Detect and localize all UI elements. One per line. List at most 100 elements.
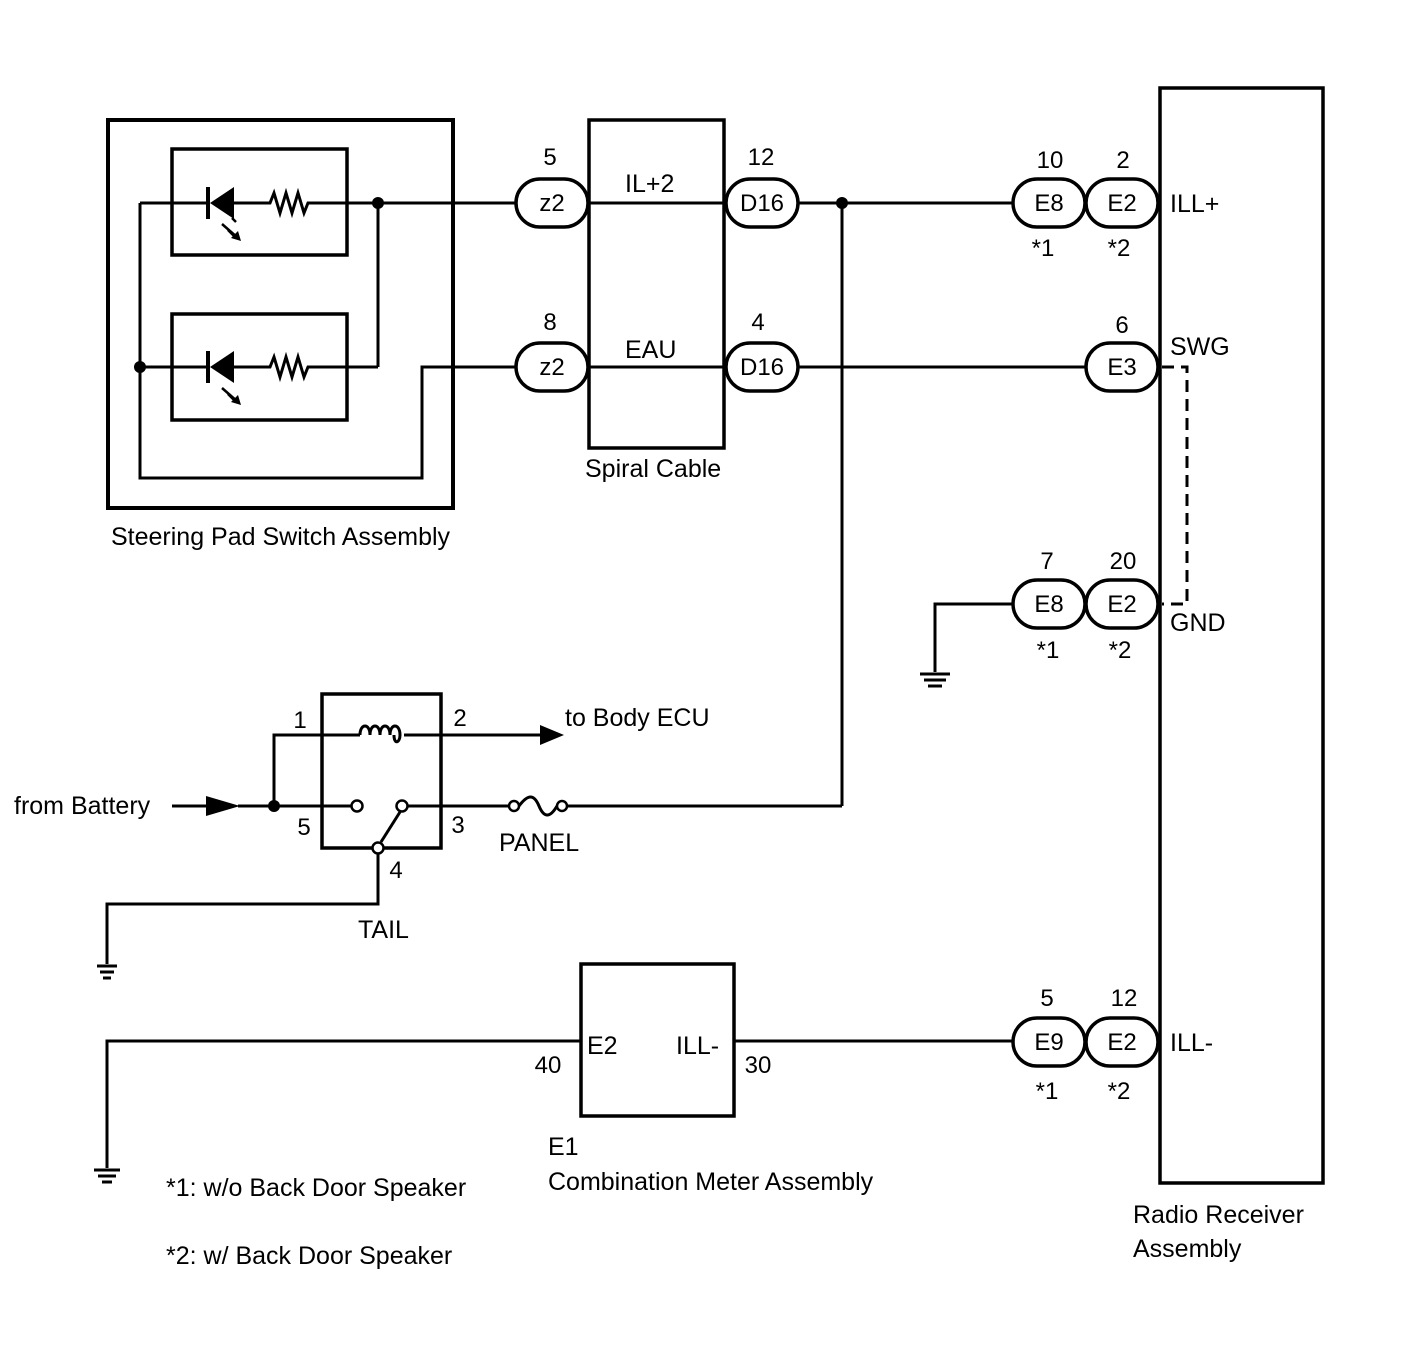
arrow-right-icon — [540, 725, 564, 745]
svg-text:*1: *1 — [1032, 235, 1055, 262]
relay-tail-label: TAIL — [358, 916, 409, 944]
radio-receiver-box — [1158, 86, 1325, 1185]
meter-terminal-e2: E2 — [587, 1032, 618, 1060]
svg-text:8: 8 — [543, 309, 556, 336]
spiral-cable-box — [587, 118, 726, 450]
to-body-ecu-label: to Body ECU — [565, 704, 710, 732]
svg-text:*1: *1 — [1036, 1078, 1059, 1105]
connector-z2-top: z2 5 — [514, 144, 590, 229]
arrow-right-icon — [206, 796, 240, 816]
junction-dot — [372, 197, 384, 209]
ground-icon — [97, 964, 117, 980]
relay-contact — [371, 841, 385, 855]
steering-pad-outer-box — [106, 118, 455, 510]
connector-e3-swg: E3 6 — [1084, 312, 1160, 393]
svg-text:3: 3 — [451, 812, 464, 839]
from-battery-label: from Battery — [14, 792, 151, 820]
tail-ground-wire — [105, 854, 380, 964]
connector-e8-ill-plus: E8 10 *1 — [1011, 147, 1087, 262]
ground-icon — [920, 672, 950, 688]
svg-text:2: 2 — [1116, 147, 1129, 174]
spiral-signal-bottom: EAU — [625, 336, 676, 364]
connector-e9-ill-minus: E9 5 *1 — [1011, 985, 1087, 1105]
svg-text:5: 5 — [297, 814, 310, 841]
svg-text:z2: z2 — [539, 354, 564, 381]
svg-text:4: 4 — [389, 857, 402, 884]
steering-pad-switch-assembly: Steering Pad Switch Assembly — [106, 118, 518, 551]
terminal-gnd: GND — [1170, 609, 1226, 637]
radio-gnd-wire — [933, 602, 1014, 672]
svg-text:E8: E8 — [1034, 190, 1063, 217]
relay-coil-feed — [272, 733, 360, 806]
svg-text:*2: *2 — [1108, 235, 1131, 262]
lower-led-icon — [140, 351, 264, 405]
svg-text:10: 10 — [1037, 147, 1064, 174]
radio-receiver-label: Radio Receiver — [1133, 1201, 1304, 1229]
svg-text:7: 7 — [1040, 548, 1053, 575]
svg-text:E2: E2 — [1107, 591, 1136, 618]
radio-receiver-assembly: ILL+ SWG GND ILL- Radio Receiver Assembl… — [1133, 86, 1325, 1263]
svg-text:D16: D16 — [740, 190, 784, 217]
svg-text:40: 40 — [535, 1052, 562, 1079]
relay-coil-icon — [358, 724, 402, 744]
relay-contact — [350, 799, 364, 813]
connector-e2-gnd: E2 20 *2 — [1084, 548, 1160, 664]
svg-text:1: 1 — [293, 707, 306, 734]
svg-text:E8: E8 — [1034, 591, 1063, 618]
connector-d16-bottom: D16 4 — [724, 309, 800, 393]
svg-text:5: 5 — [1040, 985, 1053, 1012]
meter-label: Combination Meter Assembly — [548, 1168, 874, 1196]
relay-box — [320, 692, 443, 850]
svg-text:5: 5 — [543, 144, 556, 171]
connector-d16-top: D16 12 — [724, 144, 800, 229]
relay-switch-arm — [379, 811, 402, 843]
connector-z2-bottom: z2 8 — [514, 309, 590, 393]
terminal-swg: SWG — [1170, 333, 1230, 361]
upper-resistor-icon — [264, 187, 378, 219]
meter-ground-wire — [105, 1039, 581, 1168]
connector-e2-ill-plus: E2 2 *2 — [1084, 147, 1160, 262]
svg-text:20: 20 — [1110, 548, 1137, 575]
svg-text:*2: *2 — [1108, 1078, 1131, 1105]
spiral-cable-label: Spiral Cable — [585, 455, 721, 483]
svg-text:6: 6 — [1115, 312, 1128, 339]
svg-text:E9: E9 — [1034, 1029, 1063, 1056]
svg-text:E2: E2 — [1107, 1029, 1136, 1056]
steering-pad-label: Steering Pad Switch Assembly — [111, 523, 451, 551]
note-1: *1: w/o Back Door Speaker — [166, 1174, 466, 1202]
connector-e2-ill-minus: E2 12 *2 — [1084, 985, 1160, 1105]
meter-terminal-ill-minus: ILL- — [676, 1032, 719, 1060]
tail-relay: 1 2 3 4 5 TAIL to Body ECU — [272, 692, 710, 944]
svg-text:z2: z2 — [539, 190, 564, 217]
junction-dot — [134, 361, 146, 373]
ground-icon — [94, 1168, 120, 1184]
svg-text:D16: D16 — [740, 354, 784, 381]
meter-code-label: E1 — [548, 1133, 579, 1161]
terminal-ill-minus: ILL- — [1170, 1029, 1213, 1057]
svg-text:*1: *1 — [1037, 637, 1060, 664]
svg-text:E2: E2 — [1107, 190, 1136, 217]
shield-dashed-line — [1162, 365, 1189, 606]
svg-text:12: 12 — [748, 144, 775, 171]
note-2: *2: w/ Back Door Speaker — [166, 1242, 452, 1270]
spiral-cable: IL+2 EAU Spiral Cable — [585, 118, 728, 483]
upper-led-icon — [140, 187, 264, 241]
svg-text:12: 12 — [1111, 985, 1138, 1012]
radio-receiver-label-2: Assembly — [1133, 1235, 1242, 1263]
terminal-ill-plus: ILL+ — [1170, 190, 1219, 218]
lower-resistor-icon — [264, 351, 378, 383]
panel-fuse-icon — [507, 795, 569, 817]
steering-pad-ground-loop — [138, 203, 518, 480]
svg-text:E3: E3 — [1107, 354, 1136, 381]
connector-e8-gnd: E8 7 *1 — [1011, 548, 1087, 664]
svg-text:2: 2 — [453, 705, 466, 732]
junction-dot — [268, 800, 280, 812]
relay-contact — [395, 799, 409, 813]
svg-text:4: 4 — [751, 309, 764, 336]
svg-text:*2: *2 — [1109, 637, 1132, 664]
svg-text:30: 30 — [745, 1052, 772, 1079]
panel-fuse-label: PANEL — [499, 829, 579, 857]
spiral-signal-top: IL+2 — [625, 170, 674, 198]
combination-meter-assembly: E2 ILL- 40 30 E1 Combination Meter Assem… — [535, 962, 874, 1196]
